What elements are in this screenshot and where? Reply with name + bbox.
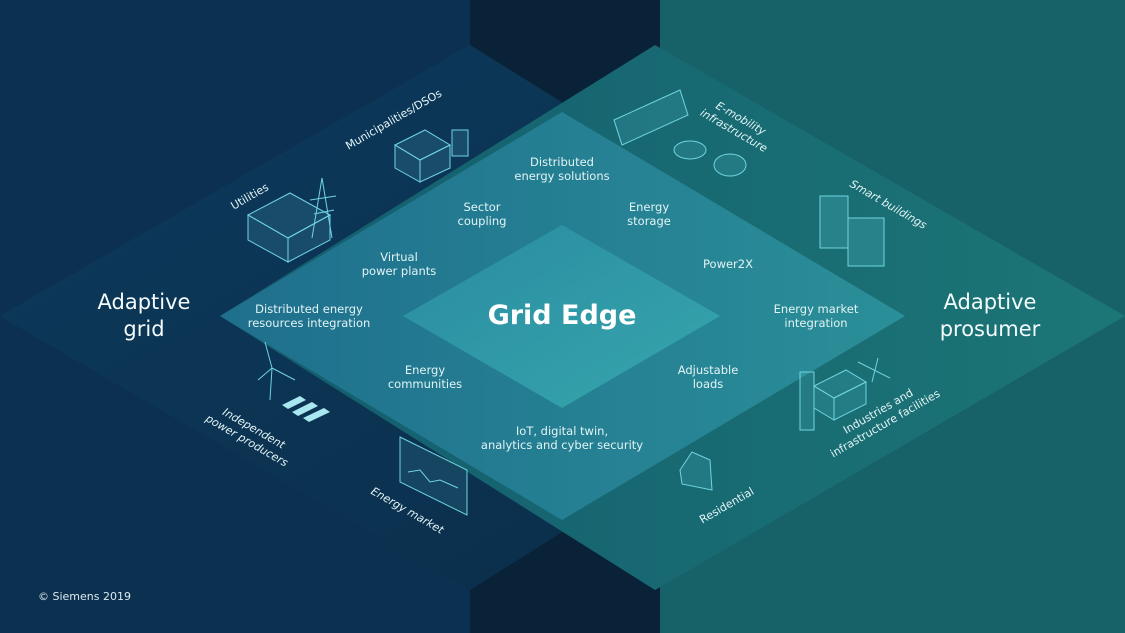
grid-edge-title: Grid Edge [487,300,637,331]
energy-market-integration-label: Energy market integration [773,302,859,330]
adaptive-prosumer-label: Adaptive prosumer [939,290,1041,341]
iot-label: IoT, digital twin, analytics and cyber s… [480,424,644,452]
grid-edge-diamond [403,225,720,408]
energy-storage-label: Energy storage [627,200,671,228]
virtual-power-plants-label: Virtual power plants [361,250,437,278]
copyright-notice: © Siemens 2019 [38,590,131,603]
power2x-label: Power2X [703,257,753,271]
sector-coupling-label: Sector coupling [457,200,507,228]
distributed-energy-solutions-label: Distributed energy solutions [514,155,610,183]
energy-communities-label: Energy communities [387,363,463,391]
adjustable-loads-label: Adjustable loads [677,363,739,391]
der-integration-label: Distributed energy resources integration [247,302,371,330]
adaptive-grid-label: Adaptive grid [97,290,191,341]
